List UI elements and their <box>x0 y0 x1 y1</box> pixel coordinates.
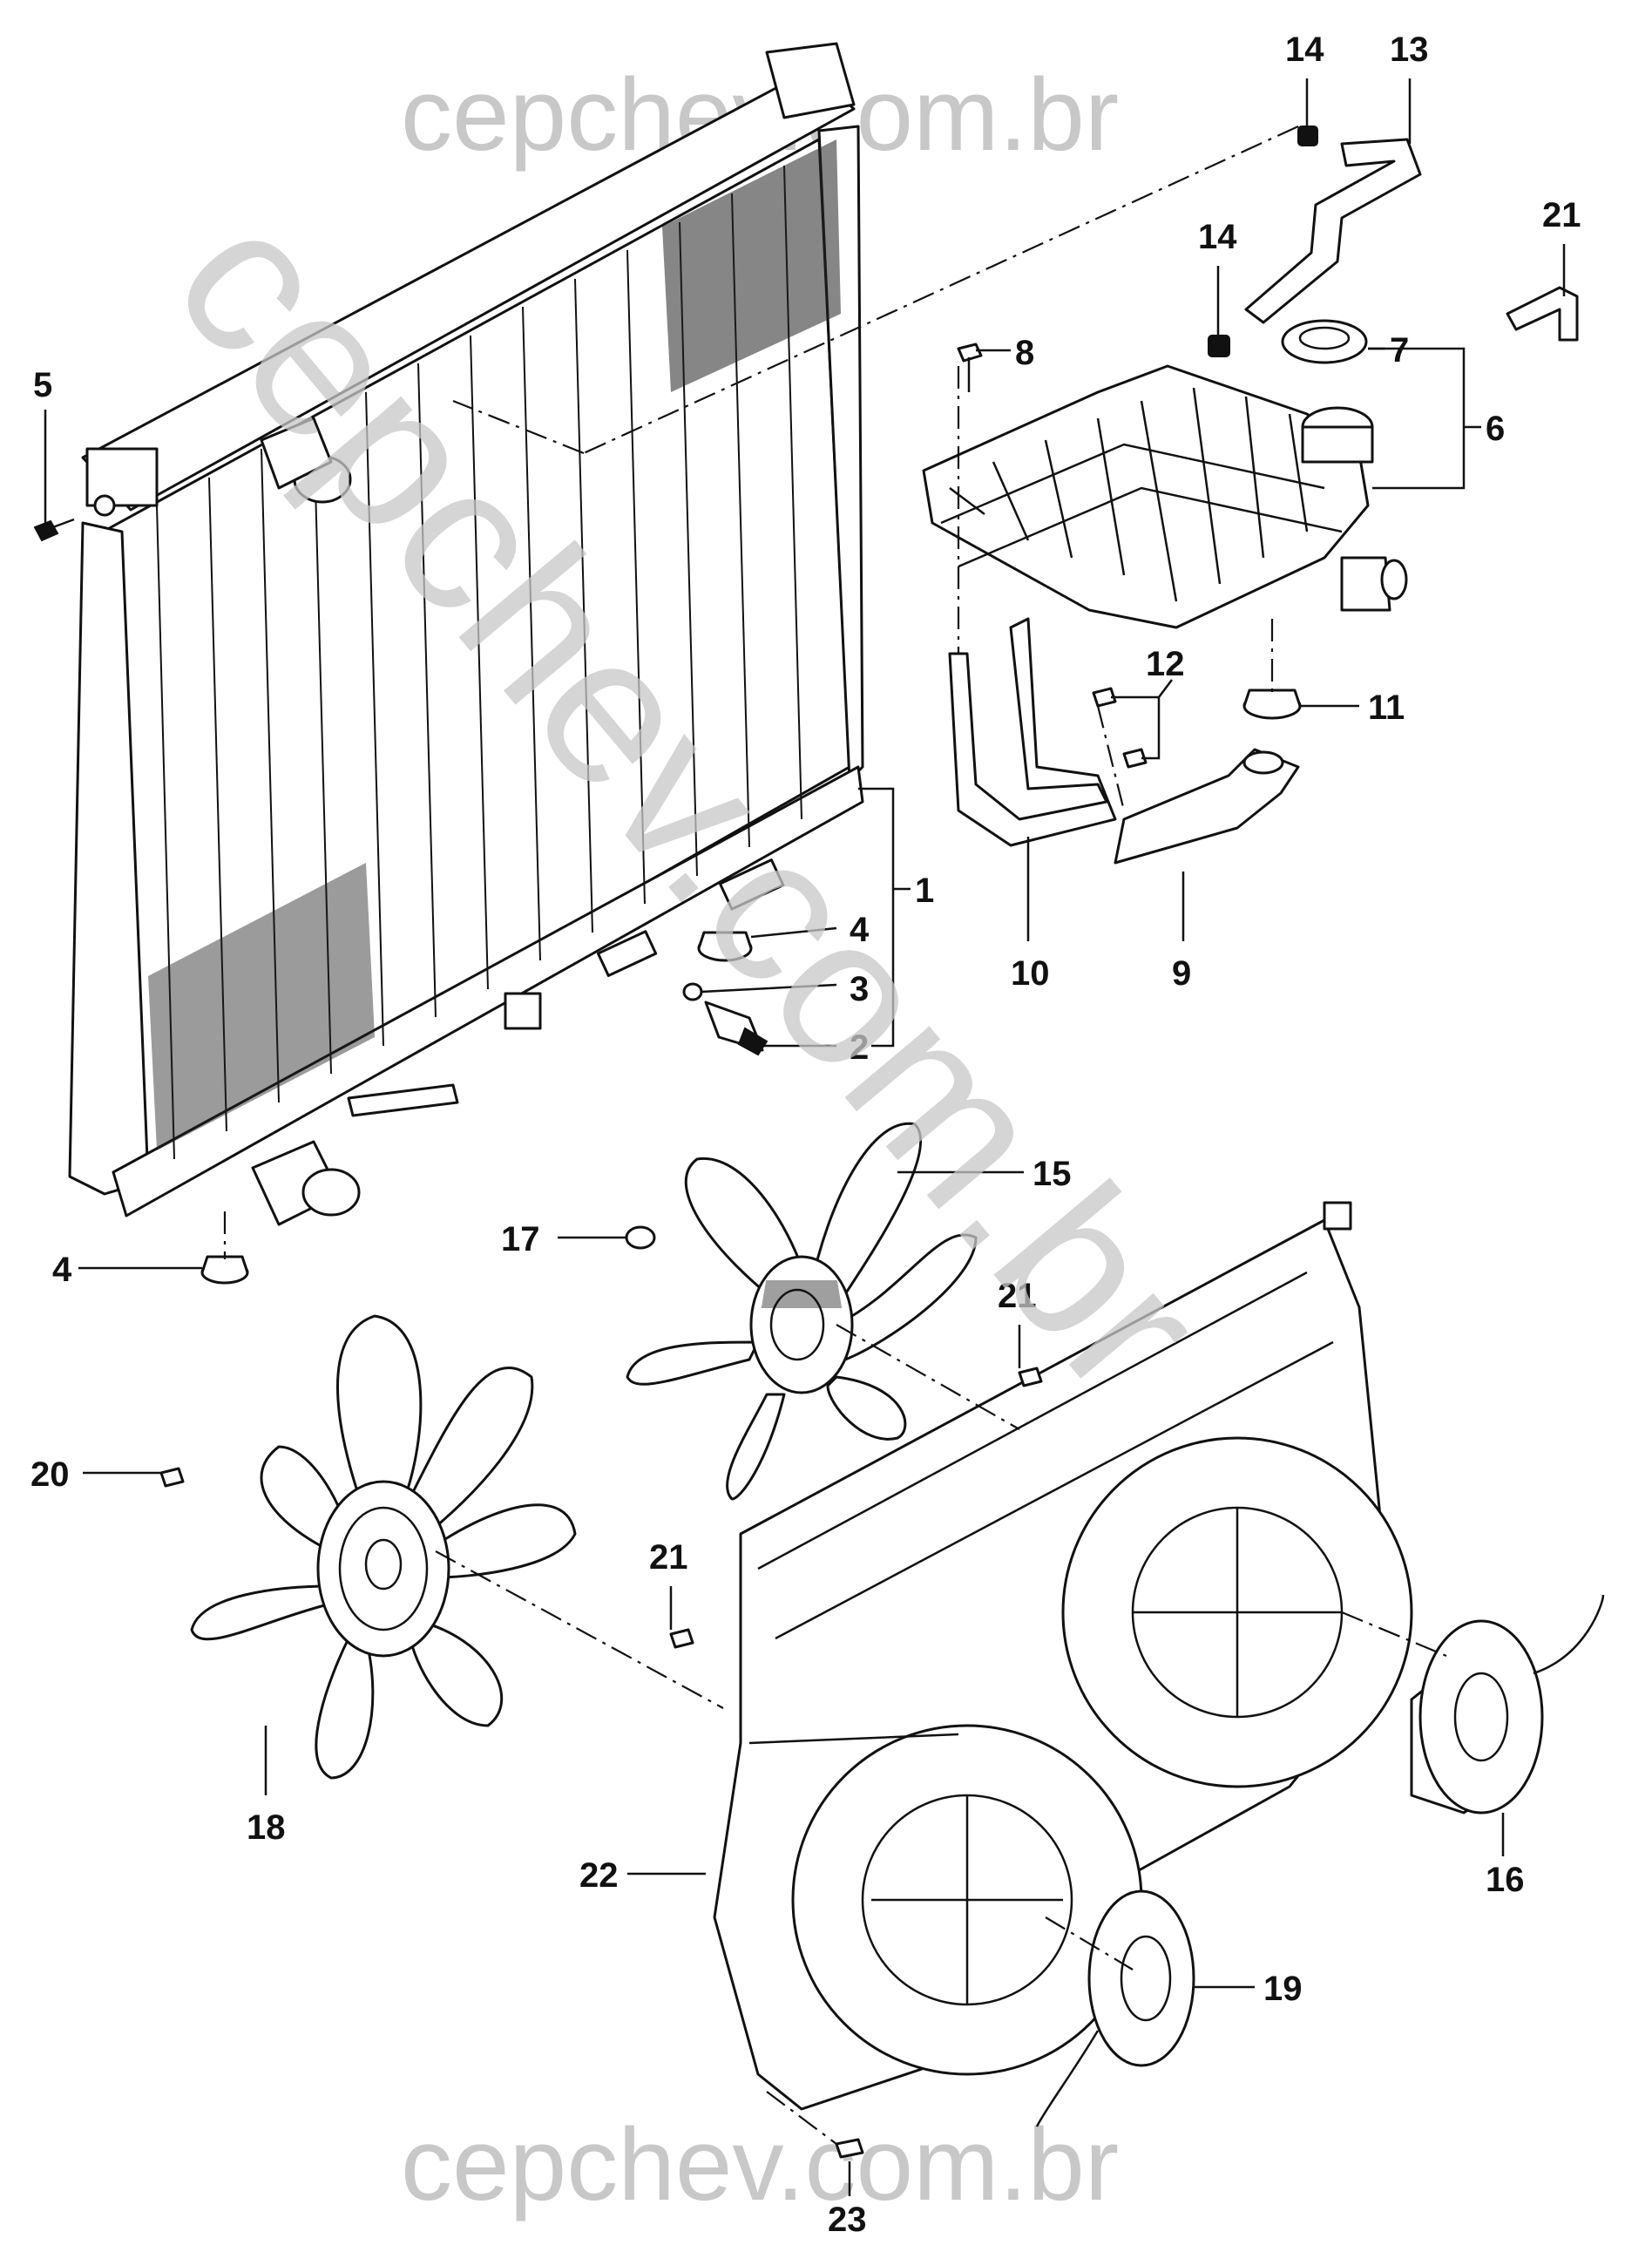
callout-21-fan: 21 <box>998 1277 1037 1315</box>
callout-6: 6 <box>1486 410 1505 448</box>
fan-motor-lower <box>1035 1889 1195 2127</box>
overflow-hose <box>1244 138 1422 324</box>
bolt-21-lower <box>669 1628 694 1649</box>
clutch-fan <box>626 1122 978 1501</box>
callout-11: 11 <box>1368 688 1405 727</box>
hose-clamp-lower <box>1208 335 1230 357</box>
bolt-21-upper <box>1018 1367 1043 1387</box>
breather-pipe <box>1506 286 1579 342</box>
mount-grommet-upper <box>697 931 753 962</box>
bolt-17 <box>625 1225 656 1250</box>
callout-1: 1 <box>915 872 934 910</box>
callout-7: 7 <box>1390 331 1409 370</box>
coolant-reservoir <box>922 364 1408 629</box>
callout-4-upper: 4 <box>850 911 870 949</box>
fan-motor-right <box>1410 1594 1605 1814</box>
bracket-bolts <box>1092 687 1148 769</box>
callout-22: 22 <box>579 1856 619 1895</box>
assembly-lines <box>223 125 1447 2145</box>
callout-21-shroud: 21 <box>649 1538 688 1577</box>
watermark-bottom: cepchev.com.br <box>401 2107 1119 2222</box>
callout-4-lower: 4 <box>52 1251 72 1289</box>
bolt-23 <box>835 2138 864 2159</box>
hose-clamp-upper <box>1297 125 1318 146</box>
reservoir-bracket-right <box>1114 748 1300 865</box>
callout-16: 16 <box>1486 1861 1525 1899</box>
callout-20: 20 <box>30 1455 70 1494</box>
drain-plug <box>704 1001 768 1056</box>
callout-12: 12 <box>1146 645 1185 683</box>
leader-lines <box>44 78 1566 2196</box>
callout-23: 23 <box>828 2201 867 2239</box>
radiator-bolt <box>33 518 75 542</box>
bolt-20 <box>159 1467 185 1488</box>
callout-labels: 1 2 3 4 4 5 6 7 8 9 10 11 12 13 14 14 15… <box>30 31 1581 2239</box>
radiator-fins <box>156 165 802 1160</box>
reservoir-bracket-left <box>948 617 1117 847</box>
callout-10: 10 <box>1011 954 1050 993</box>
electric-fan-blade <box>190 1314 577 1780</box>
reservoir-cap <box>1281 319 1368 364</box>
reservoir-grommet <box>1242 688 1302 720</box>
callout-14-upper: 14 <box>1285 31 1324 69</box>
callout-2: 2 <box>850 1028 869 1067</box>
callout-9: 9 <box>1172 954 1191 993</box>
callout-8: 8 <box>1015 334 1034 372</box>
callout-17: 17 <box>501 1220 540 1258</box>
mount-grommet-lower <box>200 1255 249 1285</box>
callout-19: 19 <box>1263 1970 1303 2008</box>
callout-21-pipe: 21 <box>1542 196 1581 234</box>
callout-18: 18 <box>247 1808 286 1847</box>
callout-13: 13 <box>1390 31 1429 69</box>
reservoir-bolt <box>957 343 983 392</box>
callout-3: 3 <box>850 970 869 1008</box>
callout-15: 15 <box>1032 1155 1072 1193</box>
radiator <box>68 42 864 1226</box>
fan-shroud <box>713 1201 1413 2111</box>
callout-14-lower: 14 <box>1198 218 1237 256</box>
callout-5: 5 <box>33 366 52 404</box>
